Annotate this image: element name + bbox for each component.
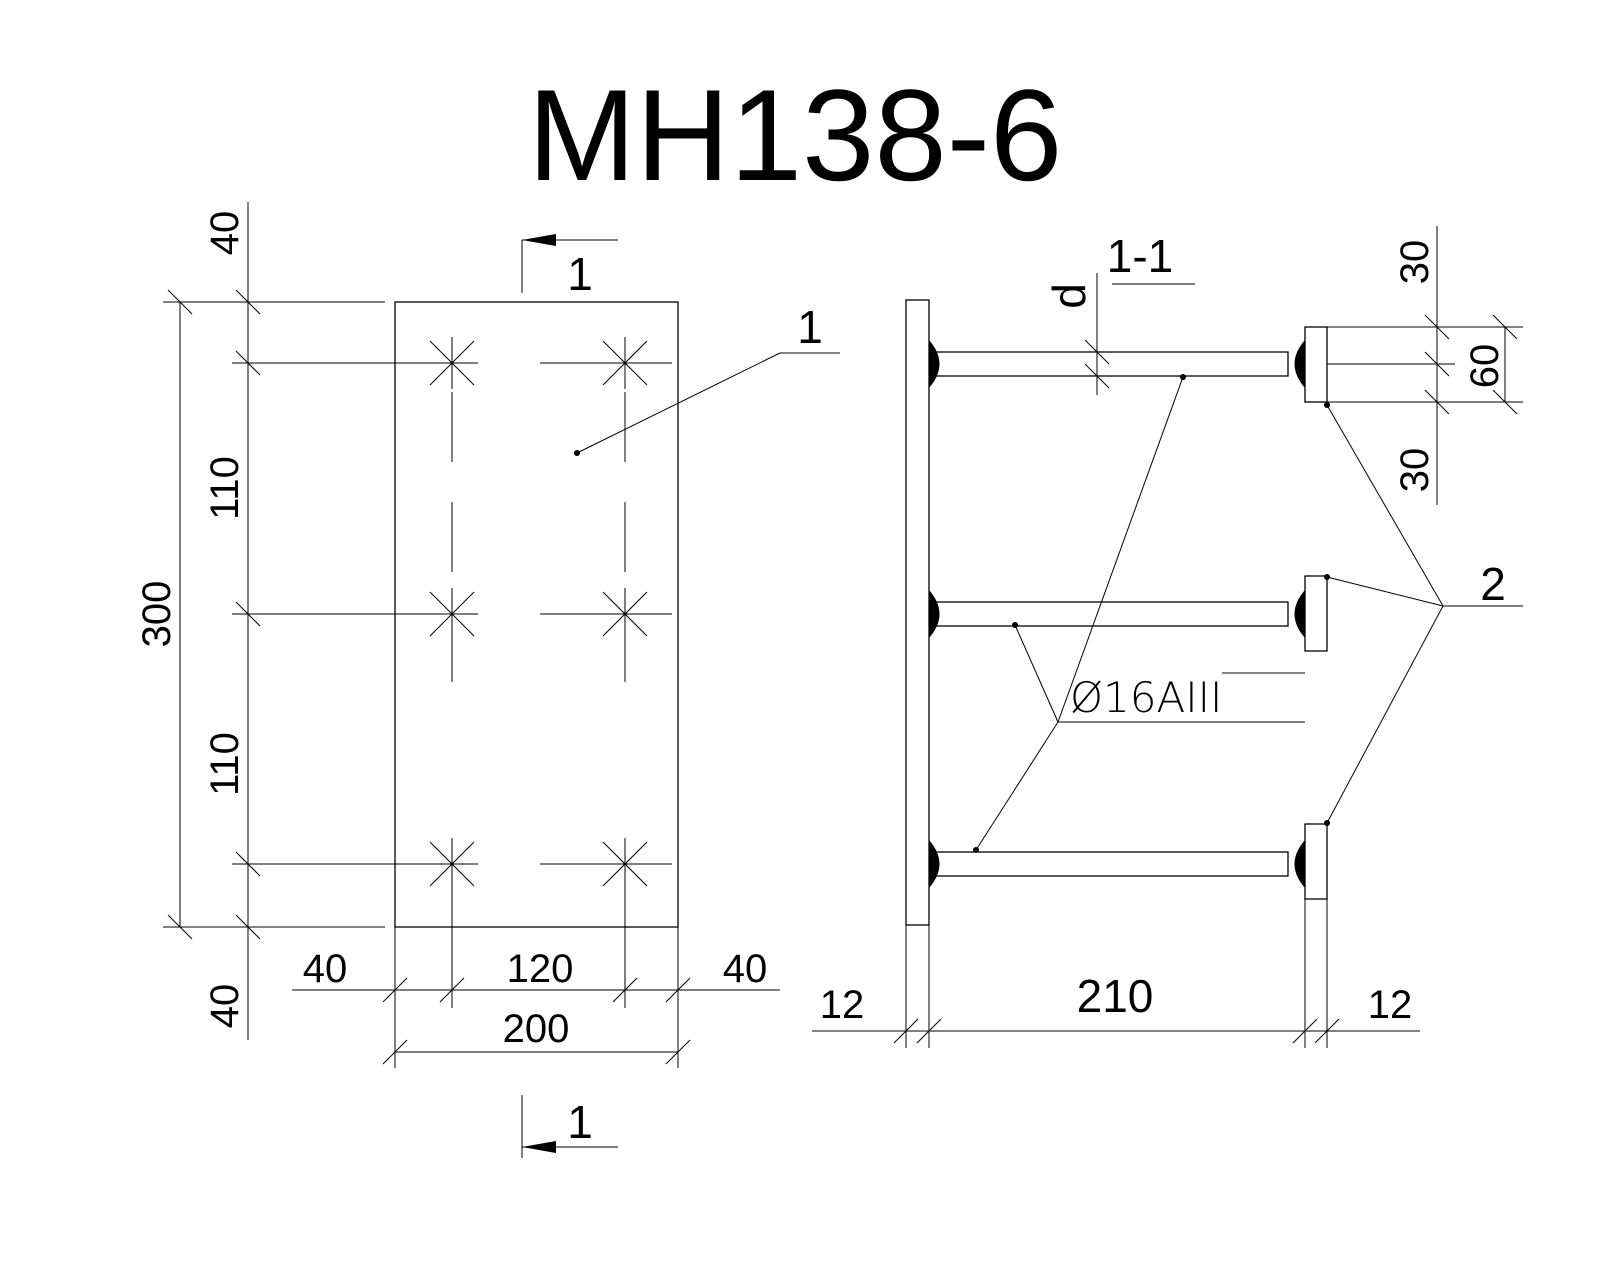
extension-lines: [163, 202, 452, 1040]
washer: [1304, 823, 1328, 900]
washer: [1304, 575, 1328, 652]
section-mark-label: 1: [567, 1096, 593, 1148]
section-bottom-dimensions: [812, 899, 1420, 1048]
section-plate: [905, 299, 930, 926]
dim-washer-bottom: 30: [1393, 448, 1437, 493]
center-lines: [451, 362, 672, 865]
section-view: 1-1 d: [812, 226, 1523, 1048]
callout-label: 1: [797, 301, 823, 353]
dim-width: 200: [503, 1007, 570, 1051]
washer: [1304, 326, 1328, 403]
anchor-bar: [934, 601, 1289, 627]
dim-bar-d: d: [1043, 283, 1095, 309]
dim-washer-top: 30: [1393, 240, 1437, 285]
callout-label: 2: [1480, 558, 1506, 610]
dim-washer-height: 60: [1463, 344, 1507, 389]
dim-plate-thickness-left: 12: [820, 983, 865, 1027]
welds: [929, 340, 1305, 888]
dim-spacing-upper: 110: [203, 456, 247, 520]
dim-height: 300: [135, 581, 179, 648]
dim-top-edge: 40: [203, 211, 247, 256]
horizontal-dimensions: [292, 878, 780, 1068]
section-mark-top: 1: [521, 234, 618, 300]
dim-left-edge: 40: [303, 947, 348, 991]
dim-center-spacing: 120: [507, 947, 574, 991]
bar-diameter-dim: [1084, 273, 1110, 395]
drawing-title: MH138-6: [528, 62, 1063, 208]
washers: [1304, 326, 1328, 900]
dim-plate-thickness-right: 12: [1368, 983, 1413, 1027]
anchor-bar: [934, 851, 1289, 877]
dim-spacing-lower: 110: [203, 732, 247, 796]
washer-dimensions: [1327, 226, 1523, 505]
callout-rebar: Ø16AIII: [973, 374, 1305, 853]
anchor-bars: [934, 351, 1289, 877]
rebar-spec: Ø16AIII: [1070, 673, 1222, 722]
dim-bottom-edge: 40: [203, 984, 247, 1029]
section-mark-label: 1: [567, 248, 593, 300]
plan-view: 40 110 300 110 40 40 120 40 200: [135, 202, 840, 1158]
anchor-bar: [934, 351, 1289, 377]
section-title: 1-1: [1107, 230, 1173, 282]
section-mark-bottom: 1: [521, 1095, 618, 1158]
callout-plate: 1: [574, 301, 840, 456]
dim-length: 210: [1077, 970, 1154, 1022]
dim-right-edge: 40: [723, 947, 768, 991]
callout-washer: 2: [1324, 402, 1523, 826]
